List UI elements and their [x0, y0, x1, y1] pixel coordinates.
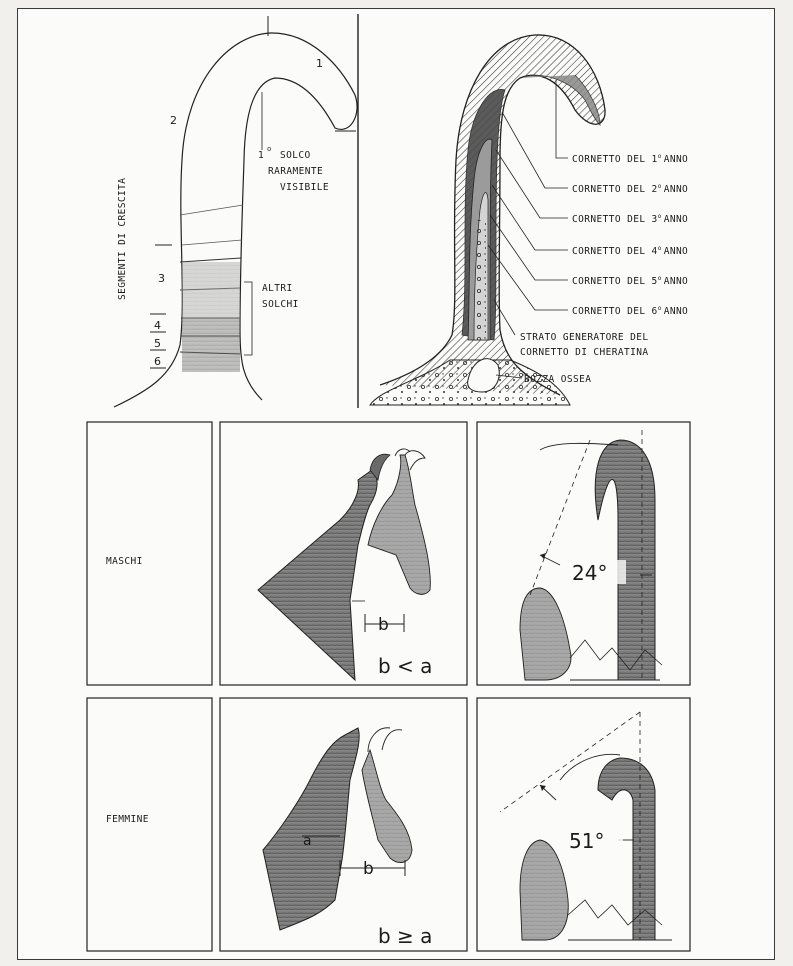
other-grooves-line1: ALTRI [262, 283, 293, 294]
females-skull-drawing [263, 728, 412, 930]
horn-outline-drawing [114, 16, 357, 407]
males-relation: b < a [378, 654, 432, 678]
segment-4-label: 4 [154, 319, 161, 332]
first-groove-line3: VISIBILE [280, 182, 329, 193]
males-measure-b: b [378, 615, 389, 635]
females-horn-drawing [500, 712, 672, 940]
females-measure-b: b [363, 859, 374, 879]
generator-layer-line2: CORNETTO DI CHERATINA [520, 347, 649, 358]
females-row-label: FEMMINE [106, 814, 149, 825]
males-angle: 24° [572, 561, 607, 585]
segment-6-label: 6 [154, 355, 161, 368]
segment-2-label: 2 [170, 114, 177, 127]
first-groove-number: 1 [258, 150, 264, 161]
segment-1-label: 1 [316, 57, 323, 70]
males-horn-drawing [520, 430, 662, 680]
first-groove-sup: o [267, 145, 272, 153]
first-groove-line2: RARAMENTE [268, 166, 323, 177]
first-groove-word: SOLCO [280, 150, 311, 161]
females-measure-a: a [303, 833, 312, 849]
females-relation: b ≥ a [378, 924, 432, 948]
females-angle: 51° [569, 829, 604, 853]
growth-axis-label: SEGMENTI DI CRESCITA [117, 178, 128, 300]
males-skull-drawing [258, 449, 430, 680]
other-grooves-line2: SOLCHI [262, 299, 299, 310]
males-row-label: MASCHI [106, 556, 143, 567]
segment-5-label: 5 [154, 337, 161, 350]
segment-3-label: 3 [158, 272, 165, 285]
bone-core-label: BOZZA OSSEA [524, 374, 591, 385]
generator-layer-line1: STRATO GENERATORE DEL [520, 332, 649, 343]
